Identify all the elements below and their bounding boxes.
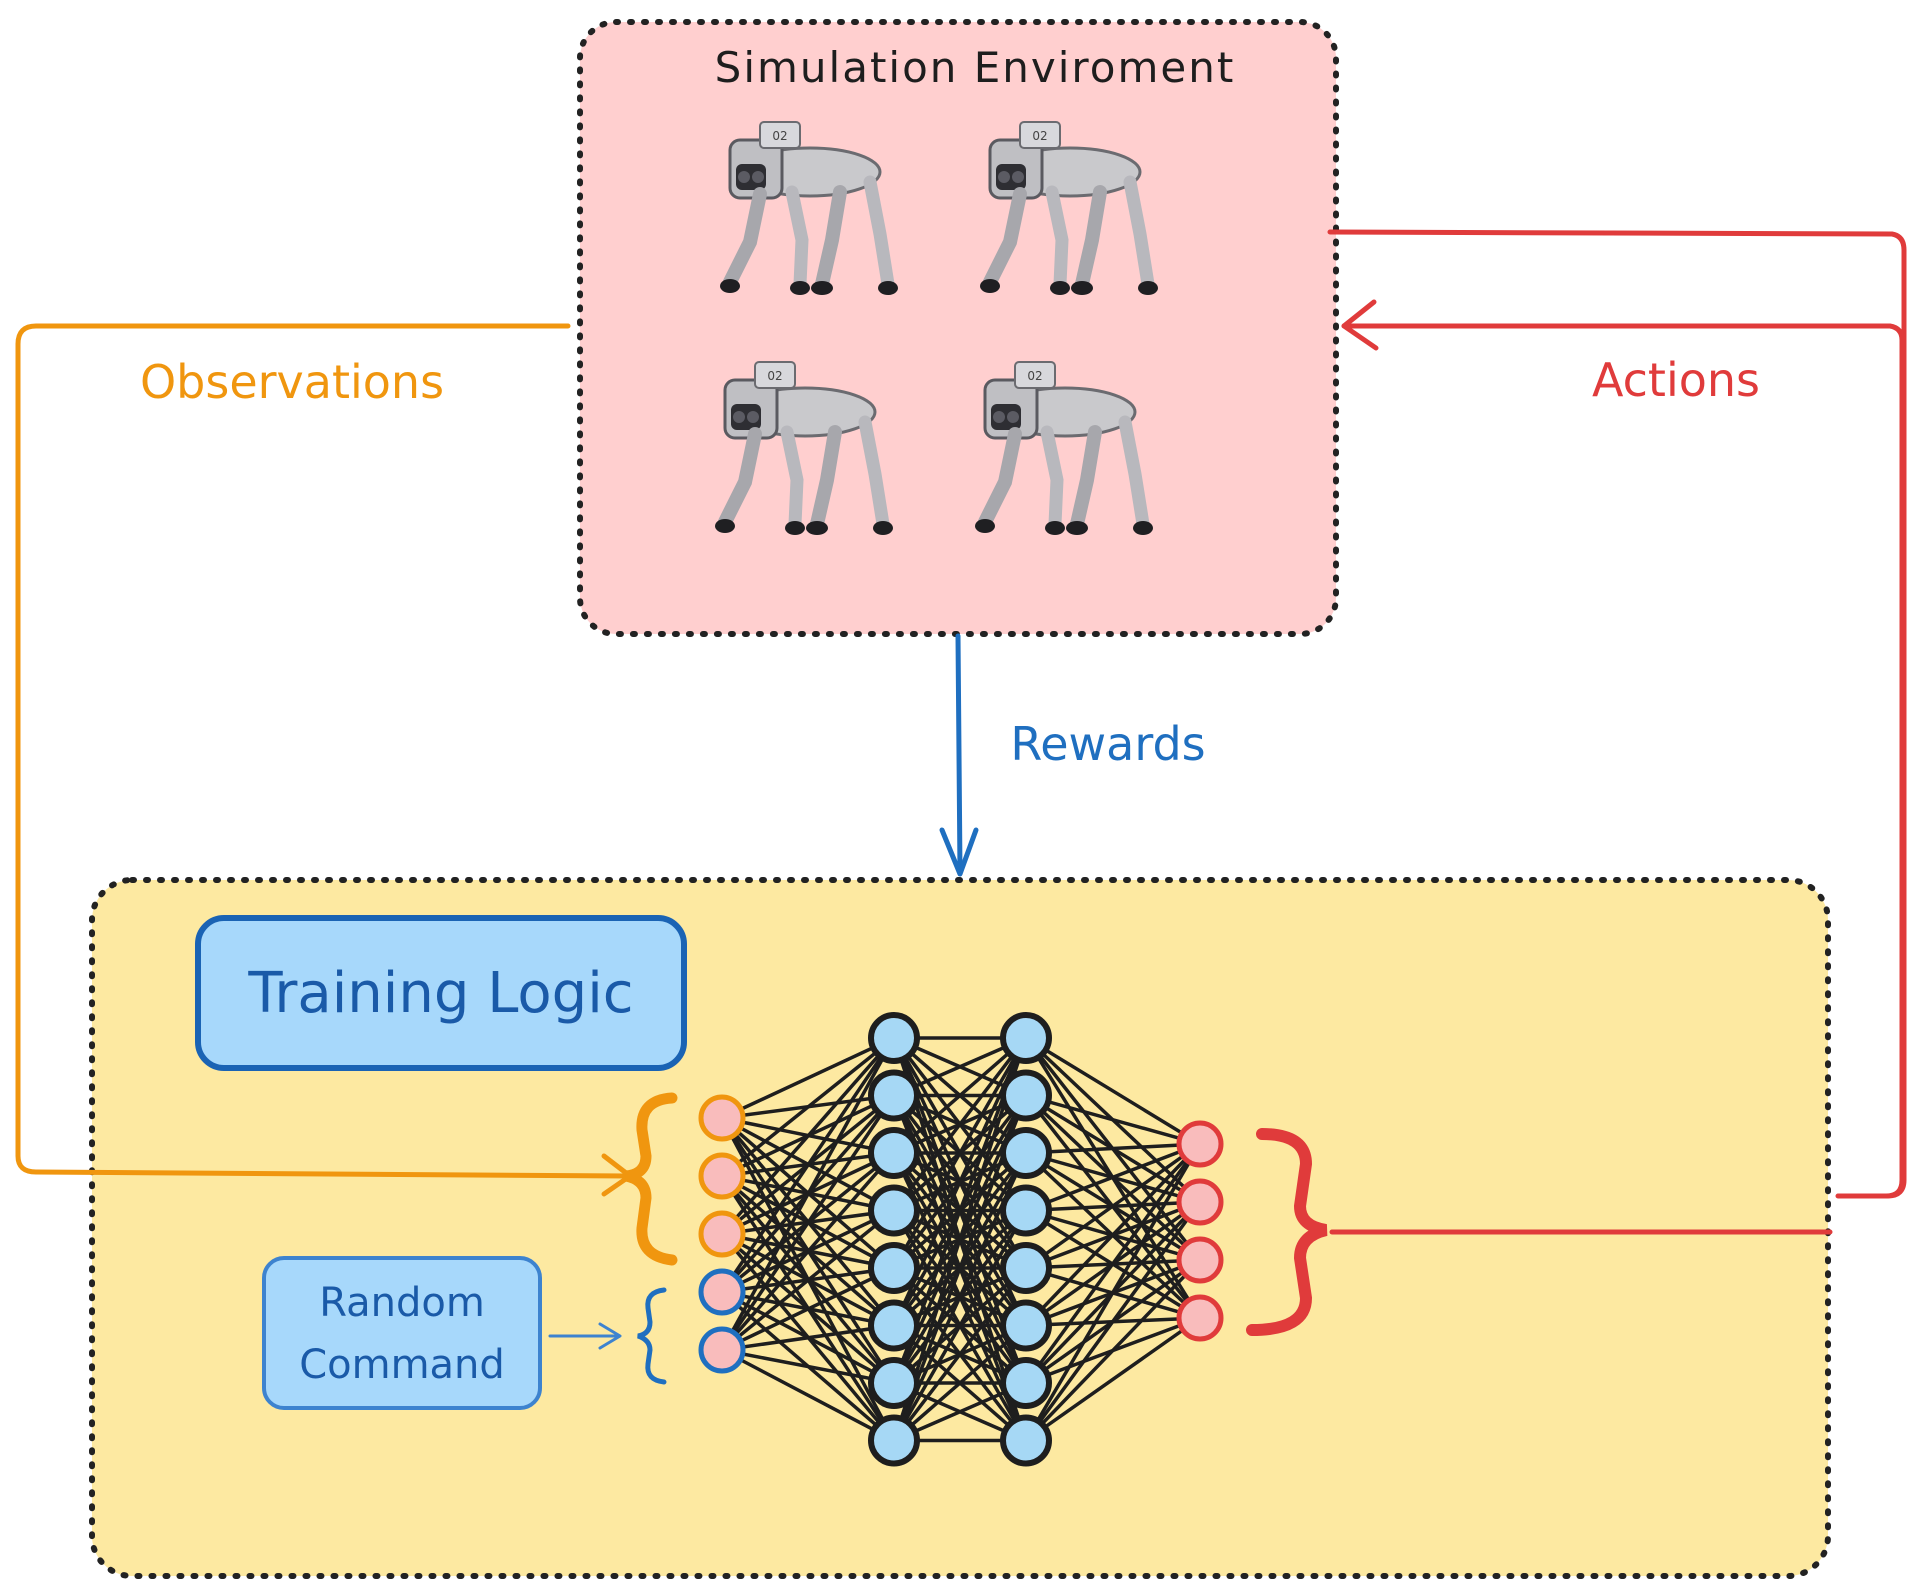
network-edge xyxy=(720,1036,896,1178)
network-edge xyxy=(1024,1200,1202,1442)
random-command-line-1: Random xyxy=(319,1280,485,1326)
hidden-2-node-3 xyxy=(1000,1127,1052,1179)
network-edge xyxy=(892,1037,1028,1269)
network-edge xyxy=(721,1348,895,1443)
hidden-1-node-5 xyxy=(868,1242,920,1294)
hidden-1-node-6 xyxy=(868,1299,920,1352)
command-flow xyxy=(548,1322,622,1350)
hidden-1-node-4 xyxy=(868,1184,920,1237)
network-edge xyxy=(720,1037,896,1351)
hidden-2-node-1 xyxy=(1000,1012,1052,1064)
network-edge xyxy=(721,1266,895,1352)
network-edge xyxy=(892,1036,1028,1212)
observation-input-node-2 xyxy=(698,1152,746,1200)
training-logic-title: Training Logic xyxy=(247,961,633,1026)
training-logic-label: Training Logic xyxy=(195,915,687,1071)
output-node-2 xyxy=(1176,1178,1224,1226)
network-edge xyxy=(720,1151,896,1352)
observations-label: Observations xyxy=(140,355,444,409)
network-edge xyxy=(1024,1258,1202,1442)
rewards-arrowhead xyxy=(939,827,979,877)
network-edge xyxy=(1025,1142,1201,1213)
hidden-2-node-4 xyxy=(1000,1184,1052,1237)
network-edge xyxy=(1025,1093,1201,1146)
hidden-2-node-5 xyxy=(1000,1242,1052,1294)
network-edge xyxy=(721,1348,895,1385)
network-edge xyxy=(720,1036,896,1236)
output-node-1 xyxy=(1176,1120,1224,1168)
actions-brace xyxy=(1246,1128,1328,1336)
hidden-1-node-2 xyxy=(868,1069,920,1122)
hidden-2-node-8 xyxy=(1000,1414,1052,1467)
network-edge xyxy=(1024,1142,1202,1385)
network-edge xyxy=(720,1094,896,1351)
network-edge xyxy=(1024,1316,1202,1442)
command-input-node-4 xyxy=(698,1268,746,1316)
network-edge xyxy=(1024,1143,1202,1442)
network-edge xyxy=(892,1324,1028,1442)
output-node-4 xyxy=(1176,1294,1224,1342)
hidden-2-node-7 xyxy=(1000,1357,1052,1409)
rewards-label: Rewards xyxy=(1010,717,1205,771)
network-edge xyxy=(892,1209,1028,1442)
hidden-2-node-6 xyxy=(1000,1299,1052,1352)
hidden-2-node-2 xyxy=(1000,1069,1052,1122)
network-edge xyxy=(892,1266,1028,1442)
network-edge xyxy=(892,1036,1028,1155)
hidden-1-node-3 xyxy=(868,1127,920,1179)
random-command-line-2: Command xyxy=(299,1342,505,1388)
network-edge xyxy=(720,1037,896,1293)
simulation-environment-title: Simulation Enviroment xyxy=(715,43,1236,92)
simulation-environment: Simulation Enviroment xyxy=(577,19,1339,637)
network-edge xyxy=(1024,1142,1202,1270)
observation-input-node-1 xyxy=(698,1094,746,1142)
network-edge xyxy=(1025,1142,1201,1155)
command-input-node-5 xyxy=(698,1326,746,1374)
random-command-box: Random Command xyxy=(262,1256,542,1410)
network-edge xyxy=(721,1036,895,1120)
output-node-3 xyxy=(1176,1236,1224,1284)
network-edge xyxy=(721,1323,895,1352)
command-brace xyxy=(637,1287,667,1385)
observation-input-node-3 xyxy=(698,1210,746,1258)
hidden-1-node-8 xyxy=(868,1414,920,1467)
network-edge xyxy=(1024,1142,1202,1327)
hidden-1-node-7 xyxy=(868,1357,920,1409)
observations-brace xyxy=(624,1092,678,1266)
network-edge xyxy=(1025,1036,1201,1146)
actions-flow xyxy=(1327,229,1907,1235)
network-edge xyxy=(720,1209,896,1352)
neural-network xyxy=(698,1012,1224,1467)
hidden-1-node-1 xyxy=(868,1012,920,1064)
rewards-flow xyxy=(939,633,979,877)
actions-label: Actions xyxy=(1592,353,1760,407)
